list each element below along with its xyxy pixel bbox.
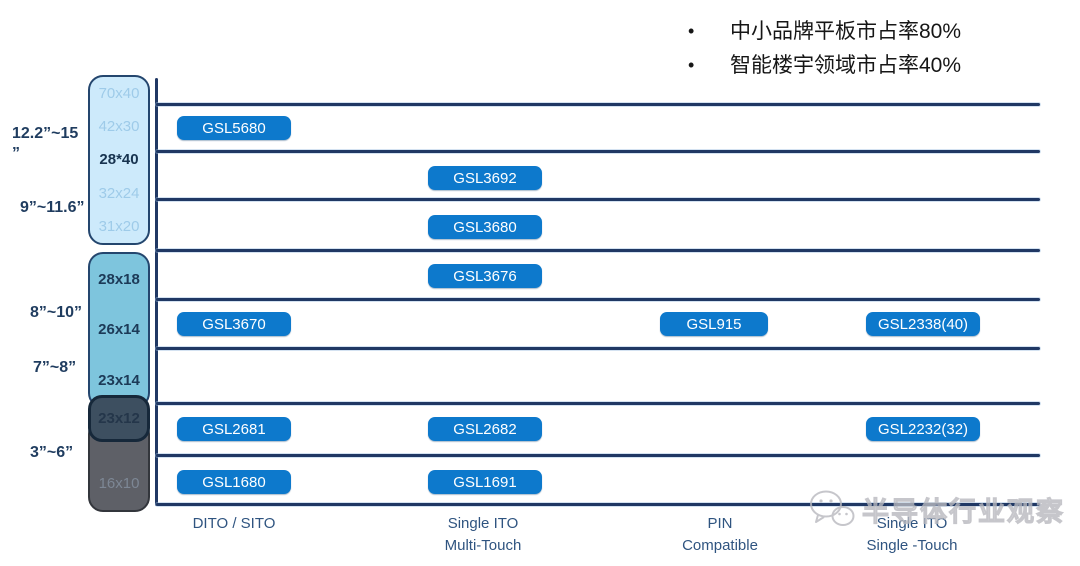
column-label-line1: PIN [707,515,733,532]
column-label-line2: Single -Touch [866,537,958,554]
grid-line [156,103,1040,106]
chip-gsl2232-32: GSL2232(32) [866,417,980,441]
grid-line [156,150,1040,153]
grid-line [156,298,1040,301]
chip-gsl3680: GSL3680 [428,215,542,239]
chip-gsl2681: GSL2681 [177,417,291,441]
size-range-7-8: 7”~8” [33,359,77,376]
bullet-item: • 中小品牌平板市占率80% [688,18,961,45]
sensor-cell: 16x10 [98,475,140,492]
grid-line [156,402,1040,405]
column-label-line2: Compatible [682,537,758,554]
column-label-line1: Single ITO [447,515,519,532]
column-label-single-ito-single: Single ITO Single -Touch [832,513,992,557]
sensor-cell: 28x18 [98,270,140,288]
chip-gsl1680: GSL1680 [177,470,291,494]
column-label-single-ito-multi: Single ITO Multi-Touch [403,513,563,557]
column-label-dito-sito: DITO / SITO [154,513,314,535]
chip-gsl3692: GSL3692 [428,166,542,190]
bullet-icon: • [688,55,695,75]
sensor-cell: 26x14 [98,321,140,339]
bullet-text: 智能楼宇领域市占率40% [730,54,962,77]
vertical-axis-line [155,78,158,506]
chip-gsl915: GSL915 [660,312,768,336]
grid-line [156,249,1040,252]
market-share-bullets: • 中小品牌平板市占率80% • 智能楼宇领域市占率40% [688,18,961,86]
chip-gsl2338-40: GSL2338(40) [866,312,980,336]
column-label-line1: Single ITO [876,515,948,532]
chip-gsl1691: GSL1691 [428,470,542,494]
size-range-8-10: 8”~10” [30,304,83,321]
grid-line [156,503,1040,506]
panel-medium-sensors: 28x18 26x14 23x14 [88,252,150,408]
bullet-icon: • [688,21,695,41]
grid-line [156,198,1040,201]
grid-line [156,347,1040,350]
column-label-pin-compatible: PIN Compatible [640,513,800,557]
sensor-cell: 32x24 [98,184,140,202]
panel-large-sensors: 70x40 42x30 28*40 32x24 31x20 [88,75,150,245]
bullet-item: • 智能楼宇领域市占率40% [688,52,961,79]
sensor-cell: 23x14 [98,372,140,390]
sensor-cell: 42x30 [98,118,140,136]
grid-line [156,454,1040,457]
column-label-line2: Multi-Touch [444,537,522,554]
column-label-line1: DITO / SITO [192,515,276,532]
chip-gsl3670: GSL3670 [177,312,291,336]
sensor-cell: 31x20 [98,217,140,235]
size-range-9-11: 9”~11.6” [20,199,85,216]
sensor-cell: 70x40 [98,85,140,103]
chip-gsl5680: GSL5680 [177,116,291,140]
sensor-cell: 23x12 [98,410,140,427]
chip-gsl2682: GSL2682 [428,417,542,441]
panel-23x12-sensor: 23x12 [88,395,150,442]
sensor-cell: 28*40 [99,151,139,169]
size-range-3-6: 3”~6” [30,444,74,461]
size-range-12-15: 12.2”~15 ” [12,125,79,162]
bullet-text: 中小品牌平板市占率80% [730,20,962,43]
chip-gsl3676: GSL3676 [428,264,542,288]
